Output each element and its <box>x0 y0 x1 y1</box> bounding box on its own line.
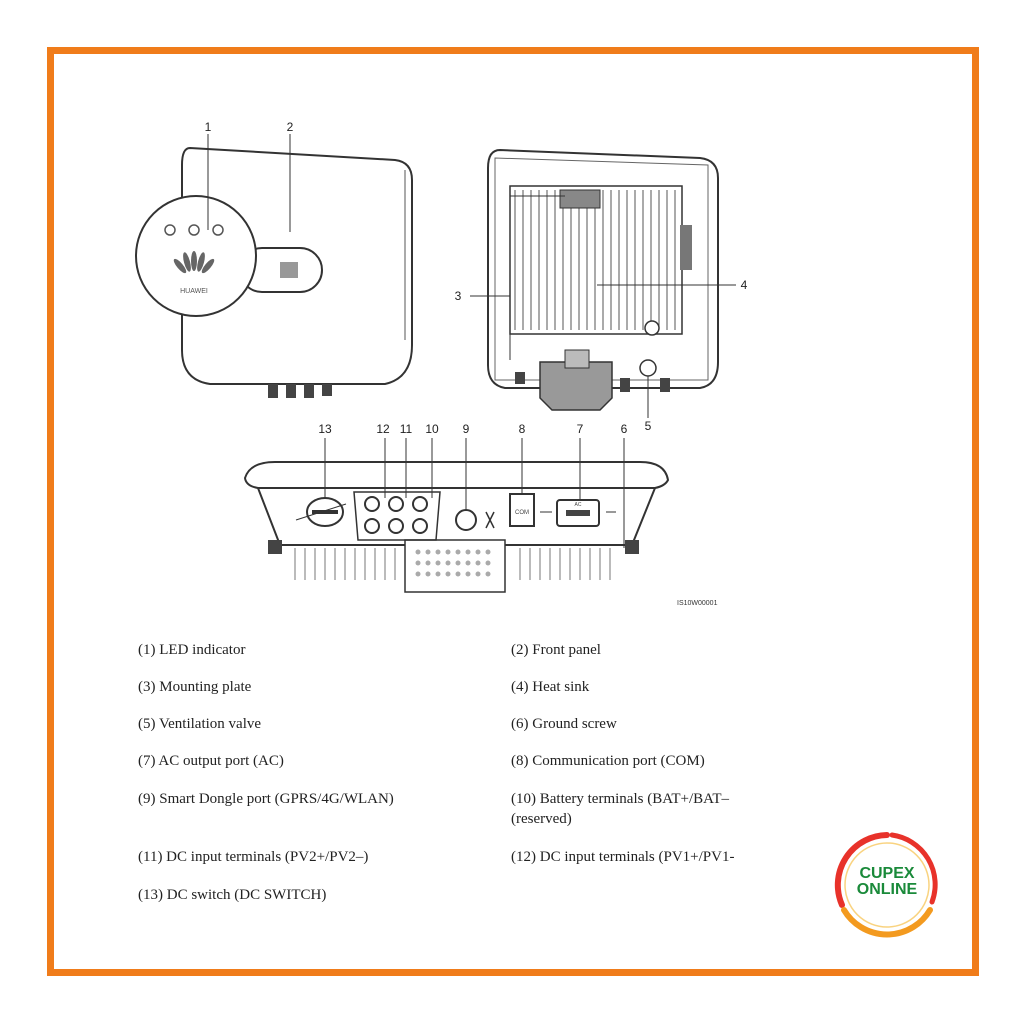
legend-item-2: (2) Front panel <box>511 642 601 658</box>
bracket-holes <box>415 549 491 577</box>
logo-text: HUAWEI <box>180 288 208 295</box>
led-1-icon <box>164 224 176 236</box>
legend-item-3: (3) Mounting plate <box>138 679 252 695</box>
cupex-online-badge: CUPEX ONLINE <box>832 830 942 940</box>
legend-item-1: (1) LED indicator <box>138 642 246 658</box>
callout-5: 5 <box>645 419 652 433</box>
legend-item-10-cont: (reserved) <box>511 811 572 827</box>
legend-item-12: (12) DC input terminals (PV1+/PV1- <box>511 849 735 865</box>
leader-3 <box>470 195 565 297</box>
legend-item-8: (8) Communication port (COM) <box>511 753 705 769</box>
rear-view <box>470 148 736 418</box>
callout-3: 3 <box>455 289 462 303</box>
callout-13: 13 <box>318 422 332 436</box>
legend-item-13: (13) DC switch (DC SWITCH) <box>138 887 327 903</box>
callout-12: 12 <box>376 422 390 436</box>
callout-11: 11 <box>400 422 413 436</box>
legend-item-9: (9) Smart Dongle port (GPRS/4G/WLAN) <box>138 791 394 807</box>
front-view: HUAWEI <box>135 134 413 398</box>
callout-9: 9 <box>463 422 470 436</box>
legend-item-4: (4) Heat sink <box>511 679 590 695</box>
bottom-view: COM AC <box>243 438 670 593</box>
legend-item-6: (6) Ground screw <box>511 716 617 732</box>
callout-10: 10 <box>425 422 439 436</box>
legend-item-5: (5) Ventilation valve <box>138 716 262 732</box>
callout-4: 4 <box>741 278 748 292</box>
heat-sink-fins <box>514 190 676 330</box>
callout-6: 6 <box>621 422 628 436</box>
callout-8: 8 <box>519 422 526 436</box>
bottom-fins <box>294 548 611 580</box>
led-3-icon <box>212 224 224 236</box>
com-port-label: COM <box>515 510 529 516</box>
ac-port-label: AC <box>575 502 582 508</box>
legend-item-7: (7) AC output port (AC) <box>138 753 284 769</box>
callout-7: 7 <box>577 422 584 436</box>
badge-line-2: ONLINE <box>856 881 918 898</box>
led-2-icon <box>188 224 200 236</box>
dongle-port-icon <box>455 509 477 531</box>
legend-item-11: (11) DC input terminals (PV2+/PV2–) <box>138 849 369 865</box>
callout-2: 2 <box>287 120 294 134</box>
callout-1: 1 <box>205 120 212 134</box>
huawei-logo-icon <box>173 251 215 274</box>
badge-ring-icon <box>834 832 939 938</box>
badge-line-1: CUPEX <box>859 865 915 882</box>
figure-code: IS10W00001 <box>677 600 718 607</box>
legend-item-10: (10) Battery terminals (BAT+/BAT– <box>511 791 730 807</box>
